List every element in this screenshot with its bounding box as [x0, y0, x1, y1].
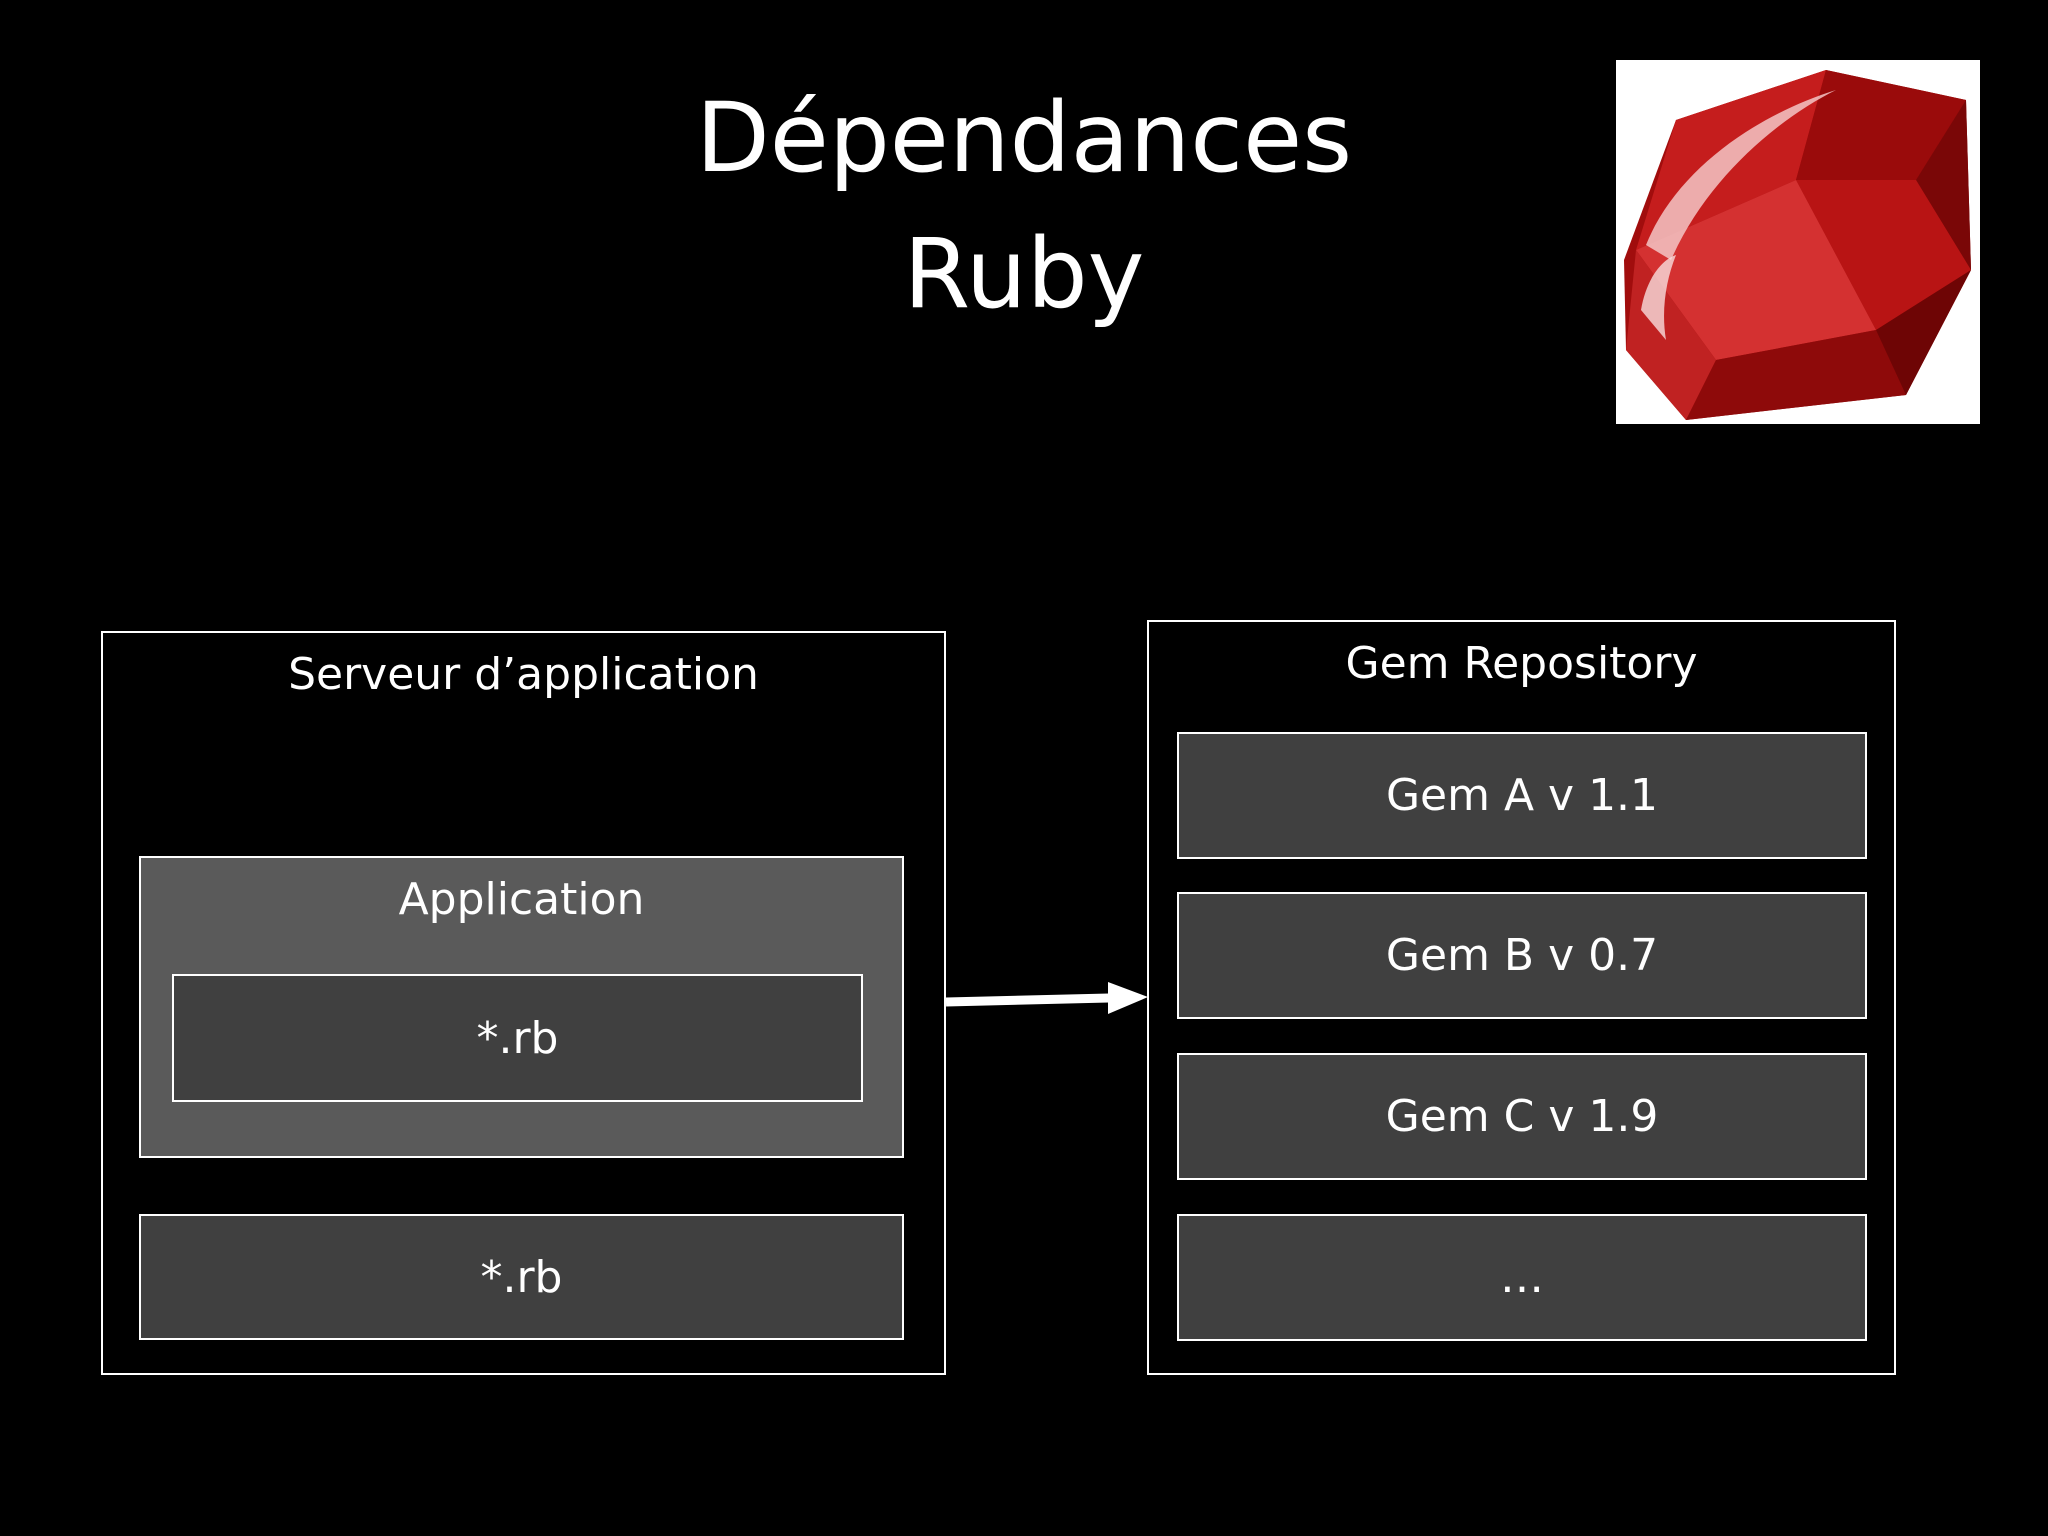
gem-repository-label: Gem Repository — [1345, 638, 1698, 689]
gem-c-label: Gem C v 1.9 — [1385, 1091, 1659, 1142]
gem-more-label: … — [1500, 1252, 1544, 1303]
gem-more-box: … — [1177, 1214, 1867, 1341]
gem-a-box: Gem A v 1.1 — [1177, 732, 1867, 859]
slide-title: Dépendances Ruby — [524, 70, 1524, 342]
gem-b-label: Gem B v 0.7 — [1385, 930, 1659, 981]
application-rb-label: *.rb — [476, 1012, 559, 1064]
gem-b-box: Gem B v 0.7 — [1177, 892, 1867, 1019]
server-rb-files: *.rb — [139, 1214, 904, 1340]
gem-c-box: Gem C v 1.9 — [1177, 1053, 1867, 1180]
gem-a-label: Gem A v 1.1 — [1385, 770, 1659, 821]
server-rb-label: *.rb — [480, 1251, 563, 1303]
dependency-arrow — [945, 982, 1148, 1014]
ruby-logo — [1616, 60, 1980, 424]
title-line-1: Dépendances — [695, 82, 1353, 194]
application-label: Application — [398, 874, 645, 925]
title-line-2: Ruby — [903, 218, 1145, 330]
application-rb-files: *.rb — [172, 974, 863, 1102]
application-server-label: Serveur d’application — [288, 649, 759, 700]
ruby-gem-icon — [1624, 70, 1971, 420]
